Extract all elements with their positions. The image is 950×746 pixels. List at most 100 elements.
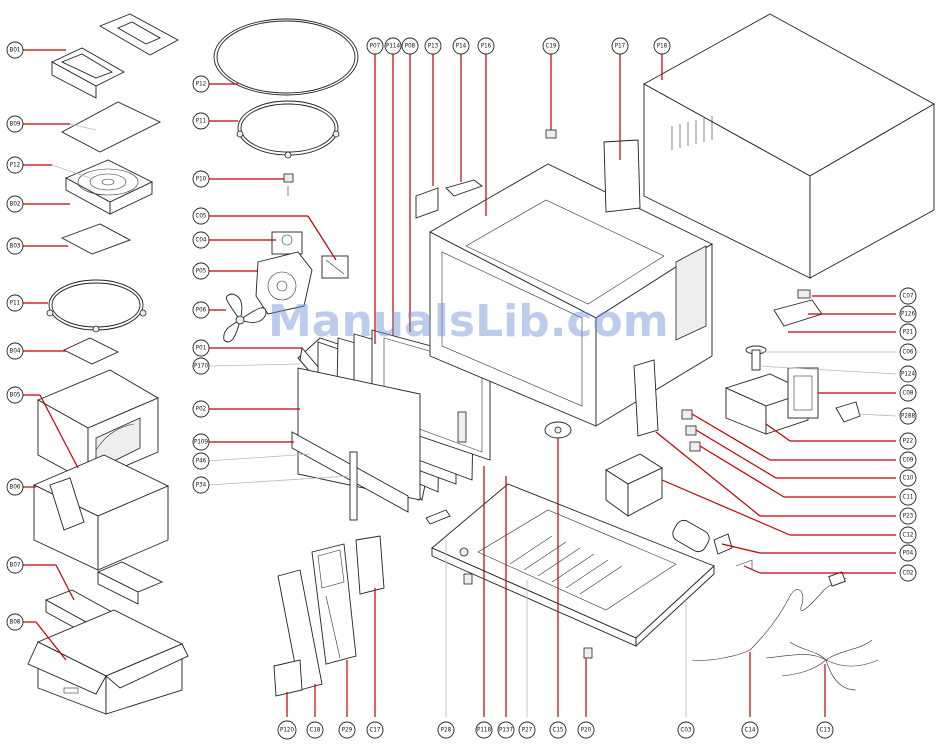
part-packaging-top-cap (52, 14, 178, 98)
callout-p28: P28 (438, 722, 454, 738)
callout-p05: P05 (193, 263, 209, 279)
part-switch-3 (690, 442, 700, 451)
callout-c13: C13 (817, 722, 833, 738)
part-mica-sheet (604, 140, 640, 212)
callout-text: C04 (196, 237, 207, 244)
callout-p13: P13 (425, 38, 441, 54)
callout-p14: P14 (453, 38, 469, 54)
part-control-pcb (356, 536, 384, 594)
part-foam-pad (66, 160, 152, 214)
callout-text: C10 (903, 475, 914, 482)
parts-layer (28, 14, 934, 714)
callout-b05: B05 (7, 387, 23, 403)
part-foot-right (584, 648, 592, 658)
callout-p29: P29 (339, 722, 355, 738)
callout-p124: P124 (900, 366, 916, 382)
callout-c07: C07 (900, 288, 916, 304)
callout-text: C18 (310, 727, 321, 734)
callout-text: P14 (456, 43, 467, 50)
callout-p12-left: P12 (7, 157, 23, 173)
callout-text: P27 (522, 727, 533, 734)
callout-text: P120 (280, 727, 294, 734)
callout-c09: C09 (900, 452, 916, 468)
part-foot-left (464, 574, 472, 584)
callout-text: P11 (196, 118, 207, 125)
part-roller-ring (237, 101, 339, 158)
callout-p02: P02 (193, 401, 209, 417)
part-base-plate (432, 484, 714, 646)
callout-text: P288 (901, 413, 915, 420)
part-control-label (274, 660, 302, 696)
callout-p17: P17 (612, 38, 628, 54)
callout-p170: P170 (193, 358, 209, 374)
callout-text: C11 (903, 494, 914, 501)
part-fuse-holder (836, 402, 860, 422)
callout-c06: C06 (900, 344, 916, 360)
callout-text: P118 (477, 727, 491, 734)
part-plug (829, 572, 846, 586)
callout-c03: C03 (678, 722, 694, 738)
callout-text: B02 (10, 201, 21, 208)
callout-text: B01 (10, 47, 21, 54)
callout-text: P28 (441, 727, 452, 734)
callout-p46: P46 (193, 453, 209, 469)
callout-text: P137 (499, 727, 513, 734)
part-bag-small (64, 338, 118, 364)
callout-b06: B06 (7, 479, 23, 495)
callout-c11: C11 (900, 489, 916, 505)
callout-text: C15 (553, 727, 564, 734)
callout-text: P11 (10, 300, 21, 307)
callout-p22: P22 (900, 433, 916, 449)
callout-text: C09 (903, 457, 914, 464)
callout-text: P124 (901, 371, 915, 378)
callout-p34: P34 (193, 477, 209, 493)
part-waveguide-cover (416, 188, 438, 218)
callout-p23: P23 (900, 508, 916, 524)
part-magnetron (726, 368, 818, 434)
callout-text: P08 (405, 43, 416, 50)
callout-b03: B03 (7, 238, 23, 254)
callout-p08: P08 (402, 38, 418, 54)
callout-b08: B08 (7, 614, 23, 630)
callout-p11-left: P11 (7, 295, 23, 311)
callout-b07: B07 (7, 557, 23, 573)
part-stirrer-motor (545, 422, 571, 438)
callout-c05: C05 (193, 208, 209, 224)
part-cover-bracket (446, 180, 482, 196)
callout-text: C12 (903, 532, 914, 539)
callout-p288: P288 (900, 408, 916, 424)
callout-text: C13 (820, 727, 831, 734)
callout-p109: P109 (193, 434, 209, 450)
callout-text: P12 (196, 81, 206, 88)
callout-text: P12 (10, 162, 20, 169)
part-door-bracket (426, 510, 450, 524)
callout-text: C19 (546, 43, 557, 50)
callout-text: P20 (581, 727, 592, 734)
callout-c08: C08 (900, 385, 916, 401)
watermark-text: ManualsLib.com (268, 296, 669, 347)
callout-text: C03 (681, 727, 692, 734)
callout-text: B07 (10, 562, 21, 569)
callout-text: C06 (903, 349, 914, 356)
callout-text: P21 (903, 329, 914, 336)
callout-text: P07 (370, 43, 381, 50)
part-bag (62, 102, 160, 152)
callout-p27: P27 (519, 722, 535, 738)
callout-text: P17 (615, 43, 626, 50)
part-outer-carton (34, 455, 168, 570)
part-thermostat (798, 290, 810, 298)
callout-p06: P06 (193, 302, 209, 318)
part-switch-bracket (634, 360, 658, 436)
callout-text: P22 (903, 438, 913, 445)
callout-text: B08 (10, 619, 21, 626)
part-power-cord (692, 578, 846, 660)
callout-text: P34 (196, 482, 207, 489)
callout-p21: P21 (900, 324, 916, 340)
callout-text: B09 (10, 121, 21, 128)
callout-text: P05 (196, 268, 207, 275)
callout-p118: P118 (476, 722, 492, 738)
callout-p10: P10 (193, 171, 209, 187)
callout-c18: C18 (307, 722, 323, 738)
callout-text: P23 (903, 513, 914, 520)
part-door-hook (350, 452, 357, 520)
